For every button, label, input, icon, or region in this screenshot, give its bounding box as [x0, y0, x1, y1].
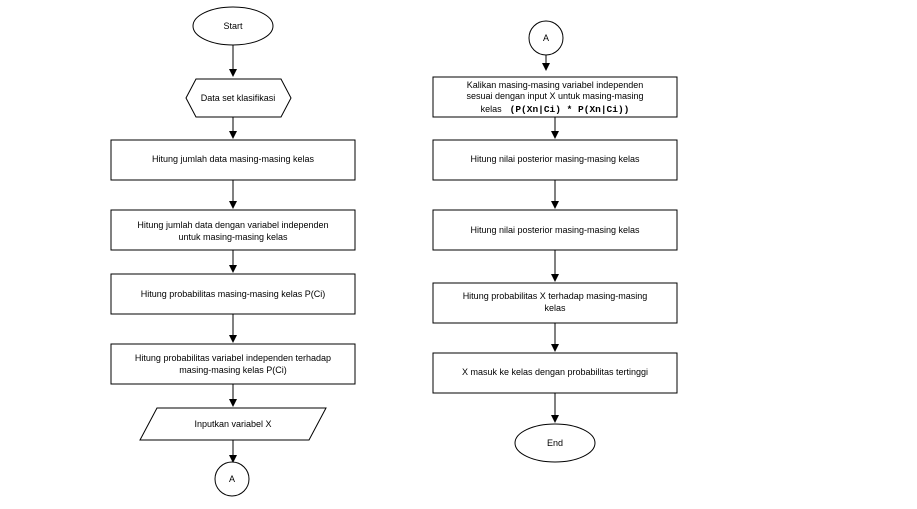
connector-label: A [543, 33, 549, 43]
process-label: Hitung nilai posterior masing-masing kel… [470, 225, 640, 235]
connector-label: A [229, 474, 235, 484]
process-label-line2: masing-masing kelas P(Ci) [179, 365, 287, 375]
process-label-line1: Hitung jumlah data dengan variabel indep… [137, 220, 328, 230]
dataset-label: Data set klasifikasi [201, 93, 276, 103]
connector-a-bottom: A [214, 461, 250, 497]
process-label-line1: Hitung probabilitas variabel independen … [135, 353, 331, 363]
process-prob-variable: Hitung probabilitas variabel independen … [110, 343, 356, 385]
process-multiply: Kalikan masing-masing variabel independe… [432, 76, 678, 118]
end-terminal: End [514, 423, 596, 463]
process-prob-class: Hitung probabilitas masing-masing kelas … [110, 273, 356, 315]
process-label-line1: Hitung probabilitas X terhadap masing-ma… [463, 291, 648, 301]
formula-text: (P(Xn|Ci) * P(Xn|Ci)) [510, 104, 630, 115]
process-prob-x: Hitung probabilitas X terhadap masing-ma… [432, 282, 678, 324]
start-terminal: Start [192, 6, 274, 46]
process-label-line2: sesuai dengan input X untuk masing-masin… [466, 91, 643, 101]
start-label: Start [223, 21, 243, 31]
process-label-line1: Kalikan masing-masing variabel independe… [467, 80, 644, 90]
input-x-parallelogram: Inputkan variabel X [139, 407, 327, 441]
process-posterior-2: Hitung nilai posterior masing-masing kel… [432, 209, 678, 251]
process-label-line2: untuk masing-masing kelas [178, 232, 288, 242]
process-label-line3: kelas (P(Xn|Ci) * P(Xn|Ci)) [481, 99, 630, 116]
process-label: Hitung jumlah data masing-masing kelas [152, 154, 315, 164]
process-label-line3-prefix: kelas [481, 104, 503, 114]
end-label: End [547, 438, 563, 448]
process-label: X masuk ke kelas dengan probabilitas ter… [462, 367, 648, 377]
input-x-label: Inputkan variabel X [194, 419, 271, 429]
process-assign-class: X masuk ke kelas dengan probabilitas ter… [432, 352, 678, 394]
process-label: Hitung probabilitas masing-masing kelas … [141, 289, 326, 299]
process-posterior-1: Hitung nilai posterior masing-masing kel… [432, 139, 678, 181]
process-label-line2: kelas [544, 303, 566, 313]
process-count-class: Hitung jumlah data masing-masing kelas [110, 139, 356, 181]
connector-a-top: A [528, 20, 564, 56]
process-count-variable: Hitung jumlah data dengan variabel indep… [110, 209, 356, 251]
dataset-input-hexagon: Data set klasifikasi [185, 78, 292, 118]
process-label: Hitung nilai posterior masing-masing kel… [470, 154, 640, 164]
